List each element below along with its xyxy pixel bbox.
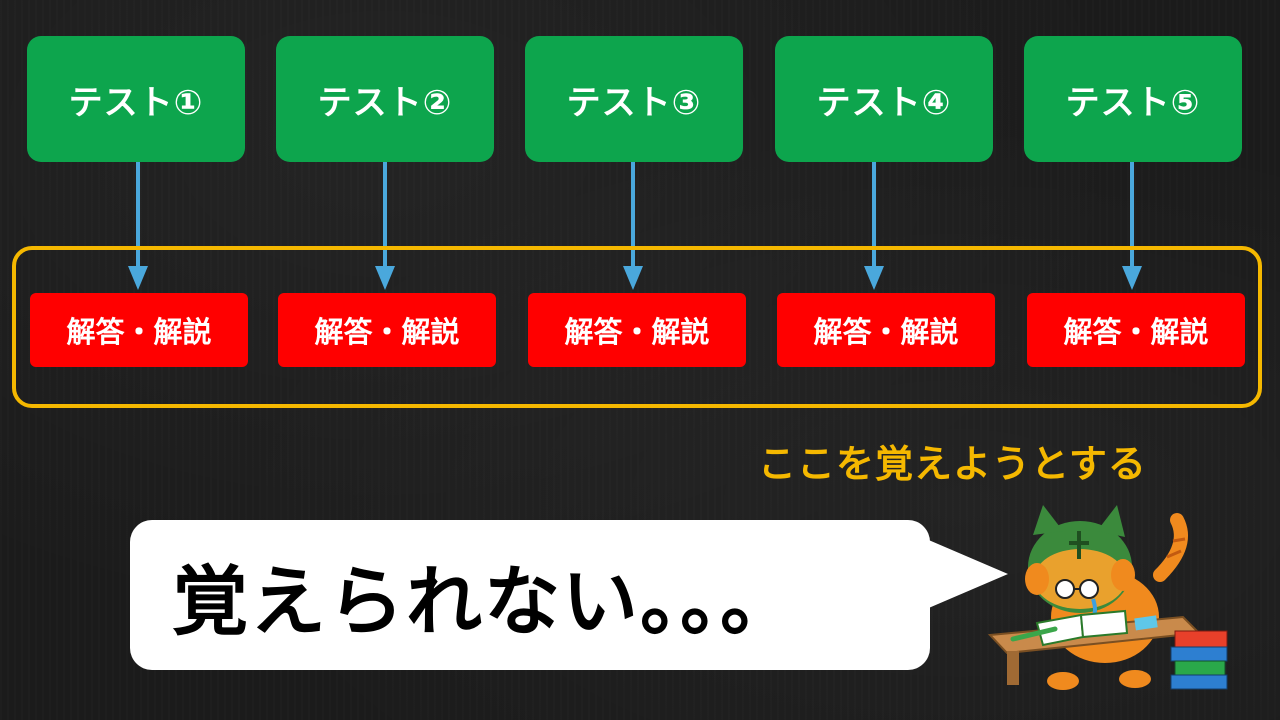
answer-box-1: 解答・解説	[30, 293, 248, 367]
memorize-note: ここを覚えようとする	[758, 441, 1147, 486]
arrow-down-icon	[375, 162, 395, 290]
answer-box-4: 解答・解説	[777, 293, 995, 367]
speech-text: 覚えられない。。。	[172, 557, 798, 646]
answer-box-3: 解答・解説	[528, 293, 746, 367]
test-box-4: テスト④	[775, 36, 993, 162]
arrow-down-icon	[1122, 162, 1142, 290]
studying-cat-mascot-icon	[987, 505, 1228, 690]
test-box-1: テスト①	[27, 36, 245, 162]
speech-bubble	[130, 520, 930, 670]
answer-box-5: 解答・解説	[1027, 293, 1245, 367]
test-box-2: テスト②	[276, 36, 494, 162]
answer-box-2: 解答・解説	[278, 293, 496, 367]
arrow-down-icon	[128, 162, 148, 290]
test-box-5: テスト⑤	[1024, 36, 1242, 162]
arrow-down-icon	[864, 162, 884, 290]
test-box-3: テスト③	[525, 36, 743, 162]
arrow-down-icon	[623, 162, 643, 290]
speech-bubble-tail	[924, 538, 1008, 610]
highlight-frame	[12, 246, 1262, 408]
